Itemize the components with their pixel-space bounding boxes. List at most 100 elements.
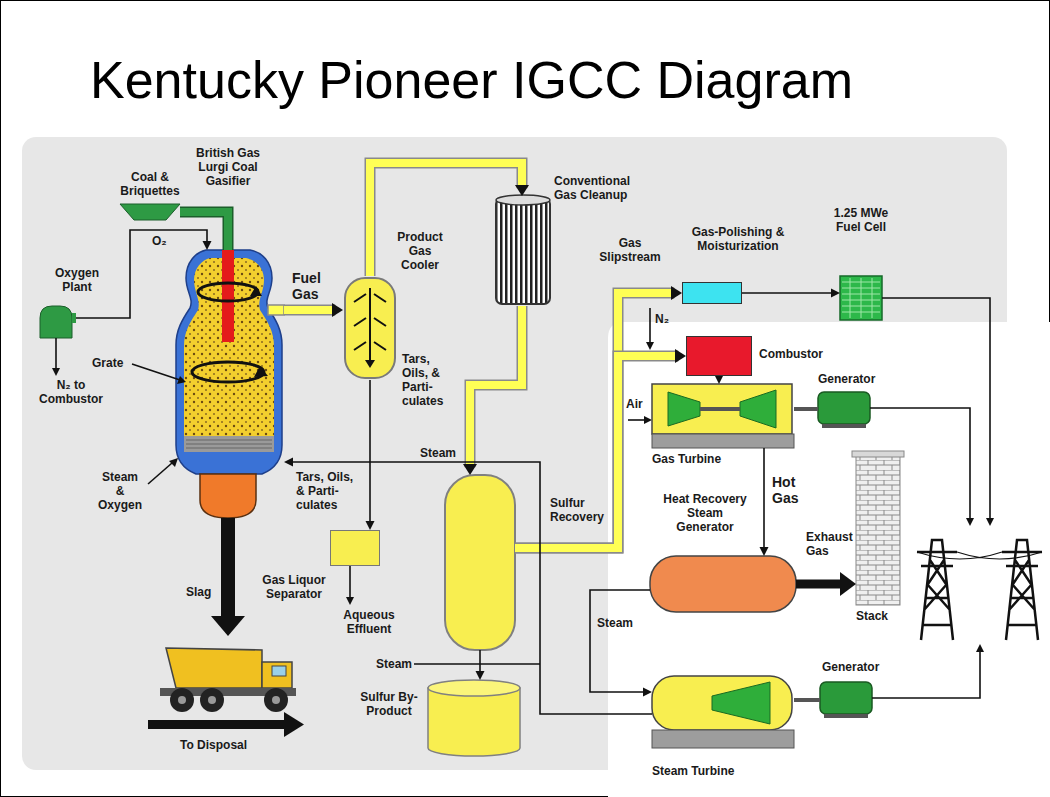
connector — [284, 303, 343, 317]
fuel-cell-stack — [842, 278, 880, 318]
plant-component: Sulfur Recovery — [445, 475, 515, 650]
annotation-label: Air — [626, 397, 652, 411]
gas-cleanup-cylinder — [496, 195, 550, 205]
connector — [284, 458, 652, 715]
stream-label: Tars, Oils, & Parti-culates — [296, 470, 358, 512]
component-label: British Gas Lurgi Coal Gasifier — [190, 146, 266, 188]
stream-label: Gas Slipstream — [594, 236, 666, 264]
connector — [796, 572, 856, 596]
plant-component: Heat Recovery Steam Generator — [650, 556, 796, 612]
connector-line — [590, 590, 650, 692]
gas-turbine — [668, 392, 700, 426]
dump-truck — [272, 666, 286, 676]
connector-line — [284, 306, 335, 314]
plant-component: Product Gas Cooler — [343, 276, 397, 380]
steam-turbine — [652, 676, 792, 730]
sulfur-tank — [428, 680, 520, 696]
pipe-wall — [370, 163, 522, 276]
arrowhead — [643, 688, 652, 697]
sulfur-vessel — [445, 475, 515, 650]
slag-arrow — [211, 616, 245, 636]
steam-turbine — [712, 682, 770, 724]
connector-line — [515, 293, 674, 548]
leader-line — [132, 364, 186, 484]
arrowhead — [675, 349, 686, 363]
connector — [370, 163, 529, 276]
arrowhead — [476, 671, 485, 680]
leader-line — [169, 458, 178, 467]
connector-line — [794, 698, 820, 702]
dump-truck — [178, 696, 186, 704]
connector-line — [369, 380, 371, 524]
stream-label: Exhaust Gas — [806, 530, 858, 558]
component-label: Oxygen Plant — [46, 266, 108, 294]
arrowhead — [760, 547, 769, 556]
steam-line — [414, 664, 540, 665]
annotation-label: Steam & Oxygen — [96, 470, 144, 512]
steam-turbine — [652, 676, 794, 748]
generator — [824, 714, 868, 718]
gas-turbine — [652, 434, 794, 448]
arrowhead — [332, 303, 343, 317]
plant-component: Coal & Briquettes — [120, 204, 180, 220]
power-line — [986, 518, 994, 526]
plant-component: Generator — [818, 390, 870, 426]
dump-truck — [160, 648, 296, 712]
power-line — [872, 652, 980, 698]
coal-hopper — [120, 204, 180, 220]
disposal-arrow — [148, 720, 286, 729]
gasifier-vessel — [176, 250, 282, 474]
component-label: 1.25 MWe Fuel Cell — [826, 206, 896, 234]
pipe-wall — [515, 293, 674, 548]
coal-hopper — [120, 204, 180, 220]
nitrogen-arrow — [649, 308, 651, 342]
connector — [476, 650, 485, 680]
connector — [180, 212, 228, 250]
disposal-arrow — [148, 712, 304, 737]
plant-component: Generator — [820, 680, 872, 716]
stream-label: Steam — [597, 616, 643, 630]
stream-label: Steam — [420, 446, 460, 460]
brick-stack — [852, 451, 904, 605]
nitrogen-arrow — [646, 342, 654, 350]
plant-component: Conventional Gas Cleanup — [494, 196, 552, 306]
gas-cleanup-cylinder — [496, 195, 550, 304]
arrowhead — [366, 521, 375, 530]
component-label: Product Gas Cooler — [388, 230, 452, 272]
annotation-label: Steam — [376, 657, 416, 671]
connector-line — [470, 306, 522, 467]
plant-component: 1.25 MWe Fuel Cell — [840, 276, 882, 320]
annotation-label: N₂ — [655, 312, 679, 326]
stream-label: Fuel Gas — [292, 270, 332, 302]
plant-component: Combustor — [686, 336, 752, 376]
sulfur-vessel — [445, 475, 515, 650]
pipe-wall — [180, 212, 228, 250]
gasifier-vessel — [198, 283, 258, 301]
power-line — [966, 518, 974, 526]
power-line — [870, 408, 970, 518]
transmission-tower — [917, 540, 957, 640]
gas-cooler — [365, 360, 375, 368]
dump-truck — [272, 696, 280, 704]
connector — [590, 590, 652, 697]
generator — [822, 424, 866, 428]
connector-line — [794, 407, 818, 411]
component-label: Sulfur By-Product — [358, 690, 420, 718]
oxygen-plant — [40, 306, 76, 376]
heat-recovery-boiler — [650, 556, 796, 612]
arrowhead — [203, 241, 212, 250]
generator — [818, 392, 870, 424]
stream-label: Hot Gas — [772, 474, 806, 506]
connector — [463, 306, 522, 475]
arrowhead — [840, 572, 856, 596]
component-label: Combustor — [759, 347, 839, 361]
dump-truck — [200, 688, 224, 712]
disposal-arrow — [284, 712, 304, 737]
plant-component: Gas Turbine — [652, 384, 794, 448]
dump-truck — [170, 688, 194, 712]
